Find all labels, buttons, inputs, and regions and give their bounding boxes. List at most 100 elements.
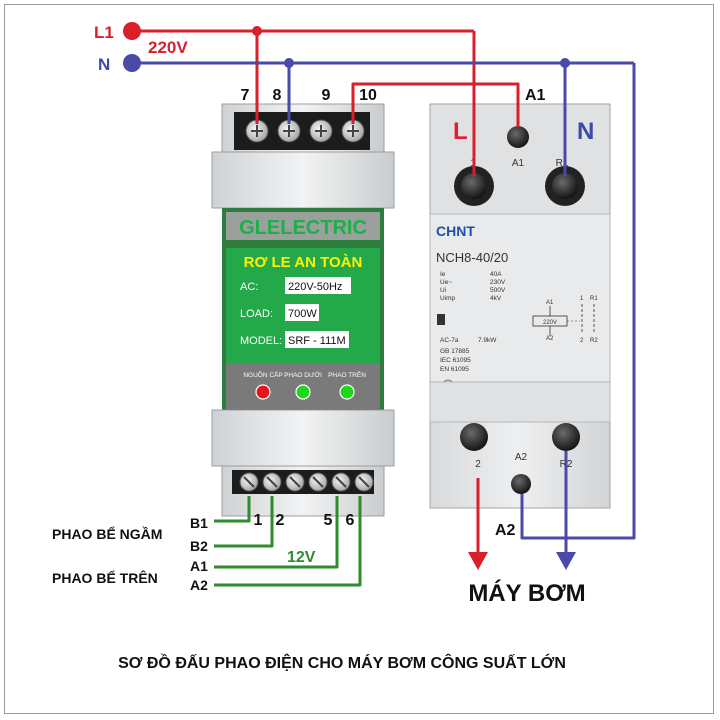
relay-spec-label: MODEL: xyxy=(240,335,282,347)
wire-float-a2 xyxy=(214,496,362,587)
relay-led xyxy=(295,384,311,400)
contactor-label-a1: A1 xyxy=(512,158,525,169)
contactor-label-r1: R1 xyxy=(556,158,569,169)
float-wire-label: A2 xyxy=(190,577,208,593)
a2-wire-label: A2 xyxy=(495,522,516,539)
float-wire-label: B1 xyxy=(190,515,208,531)
contactor-terminal-r2 xyxy=(552,423,580,451)
relay-spec-value-box xyxy=(285,304,319,321)
relay-spec-value-box xyxy=(285,331,349,348)
screw-slot xyxy=(312,476,324,488)
relay-upper-shoulder xyxy=(211,151,395,209)
contactor-indicator-window xyxy=(437,314,445,325)
wire-float-a1 xyxy=(214,496,339,569)
screw-slot xyxy=(335,476,347,488)
contactor-label-2: 2 xyxy=(475,459,481,470)
contactor-terminal-r1-screw xyxy=(552,173,578,199)
wires xyxy=(132,29,636,587)
contactor-spec-value: 500V xyxy=(490,287,506,294)
float-upper-label: PHAO BỂ TRÊN xyxy=(52,569,158,586)
relay-top-terminal-number: 10 xyxy=(359,87,377,104)
relay-brand-band xyxy=(226,212,380,240)
schematic-t1: 1 xyxy=(580,296,584,302)
n-junction-relay xyxy=(284,58,294,68)
a1-wire-label: A1 xyxy=(525,87,546,104)
l1-junction-relay xyxy=(252,26,262,36)
contactor-spec-key: Ie xyxy=(440,271,446,278)
screw-slot xyxy=(266,476,278,488)
contactor-spec-value: 230V xyxy=(490,279,506,286)
n-terminal xyxy=(123,54,141,72)
relay-top-terminal-number: 9 xyxy=(322,87,331,104)
wire-float-b2 xyxy=(214,496,274,548)
contactor-face xyxy=(429,213,611,383)
wire-relay-10-to-a1 xyxy=(351,82,520,127)
n-label: N xyxy=(98,55,110,74)
contactor-rating-value: 7.9kW xyxy=(478,337,497,344)
n-junction-contactor xyxy=(560,58,570,68)
supply-voltage-label: 220V xyxy=(148,38,188,57)
diagram-frame xyxy=(4,4,714,714)
wire-float-b1 xyxy=(214,496,251,523)
contactor: L N A1 1 R1 CHNT NCH8-40/20 Ie 40A Ue~ 230V… xyxy=(429,103,611,509)
relay-bottom-terminal-number: 5 xyxy=(324,512,333,529)
contactor-model: NCH8-40/20 xyxy=(436,250,508,265)
contactor-n-mark: N xyxy=(577,118,594,145)
screw-slot xyxy=(243,476,255,488)
relay-top-terminal-number: 8 xyxy=(273,87,282,104)
contactor-standard: IEC 61095 xyxy=(440,357,471,364)
float-wire-label: B2 xyxy=(190,538,208,554)
wire-n-to-contactor-a2 xyxy=(520,63,636,540)
relay-bottom-terminal-number: 6 xyxy=(346,512,355,529)
contactor-terminal-1-screw xyxy=(461,173,487,199)
schematic-a1: A1 xyxy=(546,300,554,306)
relay-led-label: NGUỒN CẤP xyxy=(243,369,282,379)
contactor-standard: GB 17885 xyxy=(440,348,470,355)
relay-spec-label: AC: xyxy=(240,281,258,293)
float-wire-label: A1 xyxy=(190,558,208,574)
relay-lower-shoulder xyxy=(211,409,395,467)
relay-led xyxy=(255,384,271,400)
contactor-spec-key: Uimp xyxy=(440,295,456,302)
relay-spec-value: 700W xyxy=(288,308,317,320)
relay-bottom-terminal-number: 1 xyxy=(254,512,263,529)
pump-live-arrow xyxy=(468,552,488,570)
contactor-schematic: A1 A2 220V 1 R1 2 R2 xyxy=(532,296,598,344)
contactor-brand: CHNT xyxy=(436,223,475,239)
contactor-spec-value: 40A xyxy=(490,271,502,278)
relay-brand: GLELECTRIC xyxy=(239,217,367,239)
relay-led-label: PHAO DƯỚI xyxy=(284,370,322,379)
relay-title: RƠ LE AN TOÀN xyxy=(244,254,363,271)
diagram-caption: SƠ ĐỒ ĐẤU PHAO ĐIỆN CHO MÁY BƠM CÔNG SUẤ… xyxy=(118,653,566,672)
screw-slot xyxy=(289,476,301,488)
schematic-t2: 2 xyxy=(580,338,584,344)
contactor-spec-value: 4kV xyxy=(490,295,502,302)
contactor-spec-key: Ue~ xyxy=(440,279,452,286)
safety-relay: GLELECTRIC RƠ LE AN TOÀN AC:220V-50HzLOA… xyxy=(211,103,395,517)
relay-bottom-screws xyxy=(239,472,374,492)
relay-led-label: PHAO TRÊN xyxy=(328,370,366,379)
contactor-l-mark: L xyxy=(453,118,468,145)
contactor-mid-section xyxy=(429,381,611,423)
schematic-r1: R1 xyxy=(590,296,598,302)
pump-label: MÁY BƠM xyxy=(468,579,585,607)
relay-spec-value: SRF - 111M xyxy=(288,335,346,347)
schematic-coil-voltage: 220V xyxy=(543,320,557,326)
contactor-label-a2: A2 xyxy=(515,452,528,463)
contactor-a1-screw xyxy=(507,126,529,148)
pump-neutral-arrow xyxy=(556,552,576,570)
relay-led xyxy=(339,384,355,400)
contactor-rating-key: AC-7a xyxy=(440,337,459,344)
relay-top-screws xyxy=(245,119,365,143)
l1-terminal xyxy=(123,22,141,40)
relay-bottom-terminal-number: 2 xyxy=(276,512,285,529)
l1-label: L1 xyxy=(94,23,114,42)
relay-spec-value: 220V-50Hz xyxy=(288,281,342,293)
